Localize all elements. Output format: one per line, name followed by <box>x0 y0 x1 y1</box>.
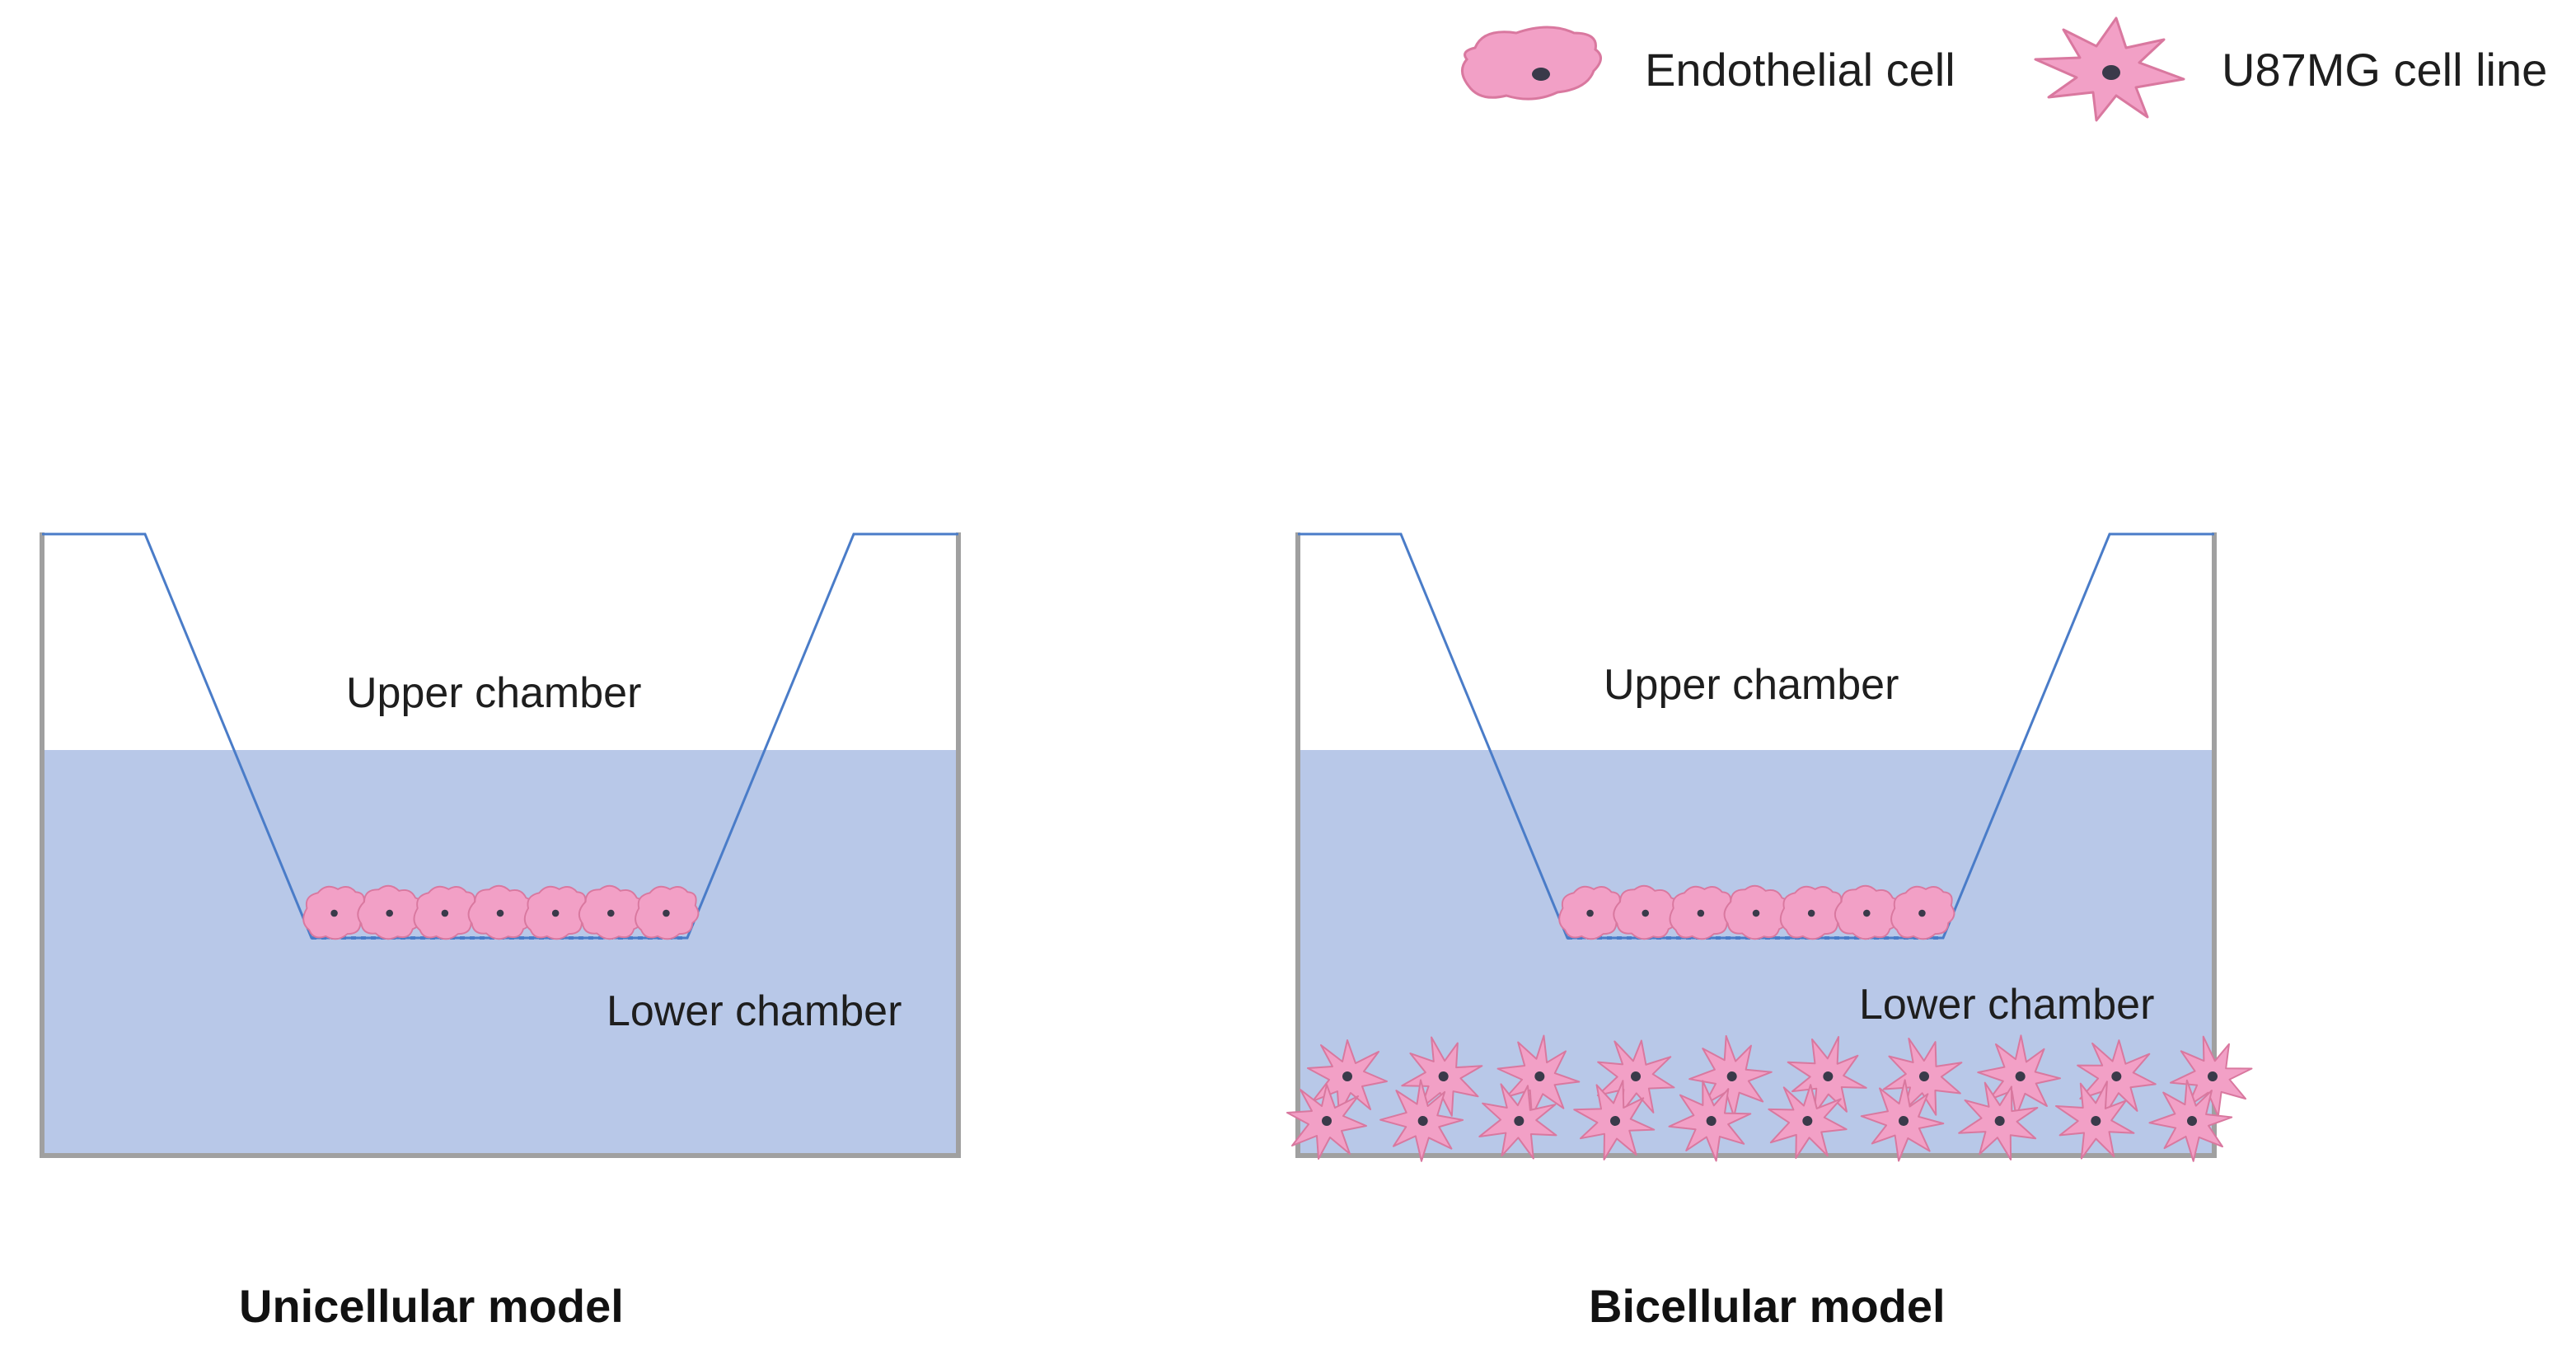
legend-u87mg-label: U87MG cell line <box>2222 44 2547 96</box>
unicellular-well <box>40 532 961 1158</box>
medium <box>42 750 958 1156</box>
bicellular-well <box>1286 532 2265 1177</box>
unicellular-lower-chamber-label: Lower chamber <box>607 987 902 1035</box>
unicellular-model-title: Unicellular model <box>239 1280 624 1332</box>
well-wall <box>1295 532 2217 1158</box>
unicellular-upper-chamber-label: Upper chamber <box>346 669 641 717</box>
legend-endothelial-label: Endothelial cell <box>1645 44 1955 96</box>
bicellular-model-title: Bicellular model <box>1589 1280 1946 1332</box>
bicellular-lower-chamber-label: Lower chamber <box>1859 981 2154 1029</box>
u87mg-cell-icon <box>2034 16 2185 122</box>
well-wall <box>40 532 961 1158</box>
legend: Endothelial cell U87MG cell line <box>1461 16 2547 122</box>
endothelial-cell-icon <box>1461 26 1602 101</box>
bicellular-upper-chamber-label: Upper chamber <box>1604 661 1899 709</box>
